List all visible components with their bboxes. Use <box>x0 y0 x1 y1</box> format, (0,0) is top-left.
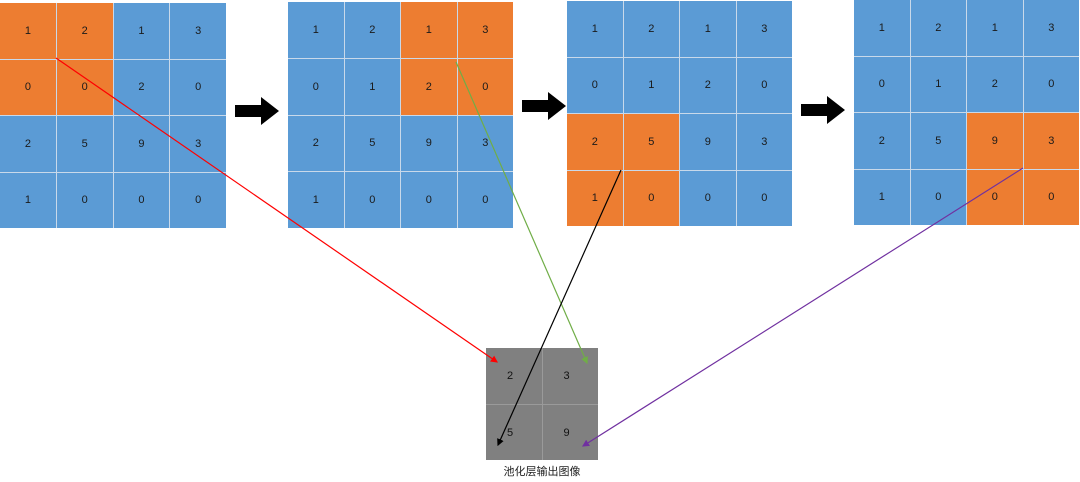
matrix-cell: 9 <box>401 115 457 172</box>
pool-window-cell: 2 <box>567 114 623 170</box>
matrix-cell: 1 <box>113 3 170 59</box>
pool-window-cell: 1 <box>567 170 623 226</box>
matrix-cell: 0 <box>401 172 457 228</box>
matrix-cell: 2 <box>967 56 1023 112</box>
matrix-cell: 1 <box>910 56 966 112</box>
pool-window-cell: 1 <box>401 2 457 58</box>
matrix-cell: 2 <box>113 59 170 115</box>
matrix-cell: 3 <box>736 1 792 57</box>
matrix-cell: 1 <box>854 169 910 225</box>
matrix-cell: 3 <box>1023 0 1079 56</box>
matrix-cell: 1 <box>680 1 736 57</box>
matrix-cell: 1 <box>344 58 400 115</box>
pool-window-cell: 0 <box>967 169 1023 225</box>
matrix-cell: 0 <box>1023 56 1079 112</box>
matrix-cell: 0 <box>56 172 113 228</box>
matrix-cell: 5 <box>56 116 113 172</box>
pool-window-cell: 0 <box>457 58 513 115</box>
arrow-right-icon <box>522 92 566 120</box>
output-cell: 2 <box>486 348 542 404</box>
pool-window-cell: 0 <box>56 59 113 115</box>
matrix-cell: 0 <box>457 172 513 228</box>
pool-window-cell: 0 <box>0 59 56 115</box>
matrix-cell: 0 <box>736 170 792 226</box>
matrix-cell: 1 <box>854 0 910 56</box>
matrix-cell: 2 <box>623 1 679 57</box>
matrix-cell: 3 <box>736 114 792 170</box>
matrix-cell: 1 <box>967 0 1023 56</box>
matrix-cell: 0 <box>170 59 226 115</box>
matrix-cell: 9 <box>680 114 736 170</box>
pool-window-cell: 2 <box>401 58 457 115</box>
pool-window-cell: 3 <box>457 2 513 58</box>
matrix-cell: 2 <box>288 115 344 172</box>
arrow-right-icon <box>801 96 845 124</box>
matrix-cell: 0 <box>910 169 966 225</box>
matrix-cell: 0 <box>567 57 623 113</box>
matrix-cell: 0 <box>680 170 736 226</box>
matrix-cell: 0 <box>170 172 226 228</box>
matrix-cell: 0 <box>344 172 400 228</box>
output-cell: 3 <box>542 348 598 404</box>
pool-window-cell: 0 <box>1023 169 1079 225</box>
matrix-cell: 2 <box>910 0 966 56</box>
matrix-cell: 3 <box>170 116 226 172</box>
matrix-cell: 2 <box>854 113 910 169</box>
output-cell: 9 <box>542 404 598 460</box>
matrix-cell: 1 <box>288 2 344 58</box>
matrix-cell: 3 <box>170 3 226 59</box>
pool-window-cell: 0 <box>623 170 679 226</box>
pool-window-cell: 3 <box>1023 113 1079 169</box>
matrix-cell: 2 <box>680 57 736 113</box>
matrix-cell: 2 <box>344 2 400 58</box>
matrix-cell: 1 <box>567 1 623 57</box>
matrix-cell: 1 <box>0 172 56 228</box>
matrix-cell: 1 <box>288 172 344 228</box>
matrix-cell: 0 <box>113 172 170 228</box>
matrix-cell: 5 <box>344 115 400 172</box>
pool-window-cell: 9 <box>967 113 1023 169</box>
matrix-cell: 0 <box>736 57 792 113</box>
matrix-cell: 9 <box>113 116 170 172</box>
matrix-cell: 3 <box>457 115 513 172</box>
pool-window-cell: 5 <box>623 114 679 170</box>
matrix-cell: 0 <box>854 56 910 112</box>
pool-window-cell: 1 <box>0 3 56 59</box>
matrix-cell: 1 <box>623 57 679 113</box>
pooled-output-grid: 2 3 5 9 <box>486 348 598 460</box>
pool-window-cell: 2 <box>56 3 113 59</box>
output-caption: 池化层输出图像 <box>503 465 581 478</box>
output-cell: 5 <box>486 404 542 460</box>
matrix-cell: 0 <box>288 58 344 115</box>
matrix-cell: 2 <box>0 116 56 172</box>
arrow-right-icon <box>235 97 279 125</box>
matrix-cell: 5 <box>910 113 966 169</box>
